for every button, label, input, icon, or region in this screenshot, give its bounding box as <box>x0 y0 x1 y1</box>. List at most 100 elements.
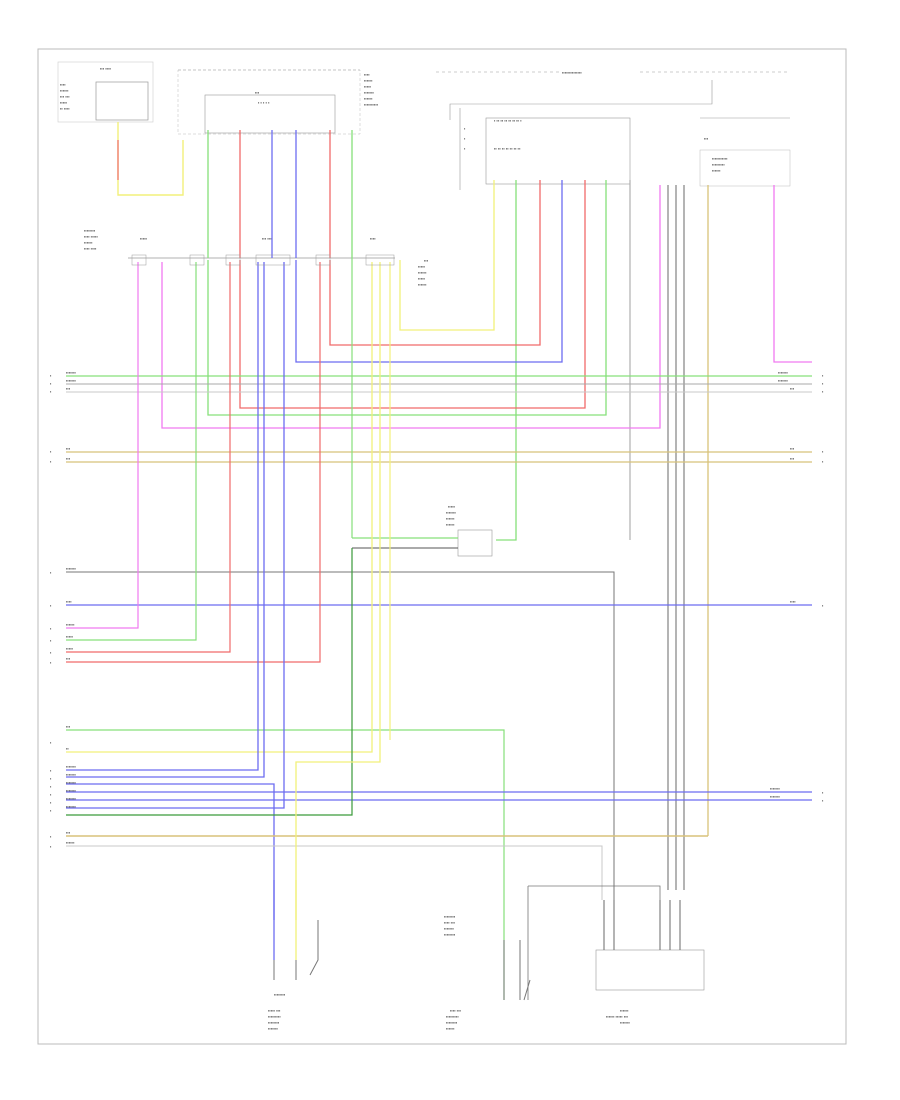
svg-text:▪▪▪▪▪▪▪: ▪▪▪▪▪▪▪ <box>66 804 77 809</box>
svg-text:▪▪▪▪▪▪: ▪▪▪▪▪▪ <box>66 622 75 627</box>
svg-text:▪: ▪ <box>50 381 52 386</box>
svg-text:▪▪▪▪ ▪▪▪▪▪: ▪▪▪▪ ▪▪▪▪▪ <box>84 234 98 239</box>
svg-text:▪: ▪ <box>50 800 52 805</box>
svg-text:▪▪▪: ▪▪▪ <box>424 258 429 263</box>
svg-text:▪▪▪▪▪▪▪▪▪: ▪▪▪▪▪▪▪▪▪ <box>446 1014 459 1019</box>
svg-text:▪▪▪▪: ▪▪▪▪ <box>66 599 72 604</box>
svg-text:▪: ▪ <box>50 660 52 665</box>
svg-text:▪: ▪ <box>822 459 824 464</box>
svg-text:▪▪▪: ▪▪▪ <box>790 456 795 461</box>
svg-text:▪: ▪ <box>822 798 824 803</box>
svg-text:▪: ▪ <box>822 603 824 608</box>
svg-text:▪▪▪: ▪▪▪ <box>66 724 71 729</box>
svg-text:▪▪▪▪▪▪: ▪▪▪▪▪▪ <box>60 88 69 93</box>
svg-text:▪▪▪▪: ▪▪▪▪ <box>364 72 370 77</box>
svg-text:▪▪▪▪▪▪▪▪: ▪▪▪▪▪▪▪▪ <box>446 1020 458 1025</box>
svg-text:▪▪▪▪ ▪▪▪: ▪▪▪▪ ▪▪▪ <box>444 920 456 925</box>
svg-text:▪▪▪▪▪▪▪: ▪▪▪▪▪▪▪ <box>66 370 77 375</box>
svg-text:▪: ▪ <box>50 784 52 789</box>
svg-text:▪▪▪▪ ▪▪▪▪: ▪▪▪▪ ▪▪▪▪ <box>84 246 97 251</box>
svg-text:▪▪▪▪▪▪: ▪▪▪▪▪▪ <box>84 240 93 245</box>
svg-text:▪▪▪ ▪▪▪▪: ▪▪▪ ▪▪▪▪ <box>100 66 112 71</box>
svg-text:▪▪▪▪ ▪▪▪: ▪▪▪▪ ▪▪▪ <box>450 1008 462 1013</box>
svg-text:▪: ▪ <box>50 389 52 394</box>
svg-text:▪▪▪▪▪: ▪▪▪▪▪ <box>418 276 426 281</box>
svg-text:▪▪▪▪▪▪▪: ▪▪▪▪▪▪▪ <box>364 90 375 95</box>
radio-connector-top: ▪▪▪ ▪ ▪ ▪ ▪ ▪ ▪▪▪▪ ▪▪▪▪▪▪ ▪▪▪▪▪ ▪▪▪▪▪▪▪ … <box>177 69 379 135</box>
svg-text:▪: ▪ <box>50 776 52 781</box>
lower-left-labels: ▪▪▪ ▪▪▪ ▪▪▪▪▪▪▪▪ ▪▪▪▪▪▪▪▪ ▪▪▪▪▪▪▪▪ ▪▪▪▪▪… <box>50 724 824 849</box>
svg-text:▪▪▪▪▪▪▪: ▪▪▪▪▪▪▪ <box>66 796 77 801</box>
svg-text:▪▪▪▪▪▪▪: ▪▪▪▪▪▪▪ <box>446 510 457 515</box>
svg-text:▪: ▪ <box>464 146 466 151</box>
mid-left-labels: ▪▪▪▪▪▪▪▪ ▪▪▪▪▪ ▪▪▪▪▪▪▪ ▪▪▪▪▪▪ ▪▪▪▪▪▪ ▪▪▪… <box>50 566 824 665</box>
svg-text:▪▪▪▪▪▪: ▪▪▪▪▪▪ <box>364 96 373 101</box>
svg-text:▪▪▪▪▪▪▪▪: ▪▪▪▪▪▪▪▪ <box>444 914 456 919</box>
svg-text:▪▪▪▪▪▪: ▪▪▪▪▪▪ <box>66 840 75 845</box>
svg-text:▪▪▪▪▪▪▪▪▪▪▪▪▪▪: ▪▪▪▪▪▪▪▪▪▪▪▪▪▪ <box>562 70 582 75</box>
svg-text:▪: ▪ <box>822 449 824 454</box>
svg-text:▪: ▪ <box>822 381 824 386</box>
svg-text:▪ ▪▪ ▪▪ ▪▪ ▪▪ ▪▪ ▪▪ ▪: ▪ ▪▪ ▪▪ ▪▪ ▪▪ ▪▪ ▪▪ ▪ <box>494 118 522 123</box>
diagram-frame <box>37 48 847 1045</box>
hot-at-all-times-fuse: ▪▪▪ ▪▪▪▪ ▪▪▪▪ ▪▪▪▪▪▪ ▪▪▪ ▪▪▪ ▪▪▪▪▪ ▪▪ ▪▪… <box>57 61 154 123</box>
svg-text:▪: ▪ <box>822 790 824 795</box>
side-connector: ▪▪▪▪▪▪ ▪▪▪▪▪▪ ▪▪▪▪▪ ▪▪▪ ▪▪▪▪▪▪▪ <box>527 885 705 1025</box>
svg-text:▪▪▪▪▪: ▪▪▪▪▪ <box>66 646 74 651</box>
svg-text:▪▪: ▪▪ <box>66 746 69 751</box>
svg-text:▪▪▪▪▪▪: ▪▪▪▪▪▪ <box>620 1008 629 1013</box>
svg-text:▪▪▪▪▪▪▪: ▪▪▪▪▪▪▪ <box>620 1020 631 1025</box>
svg-text:▪▪▪▪▪▪▪: ▪▪▪▪▪▪▪ <box>778 378 789 383</box>
svg-text:▪▪▪: ▪▪▪ <box>66 456 71 461</box>
svg-text:▪▪▪▪▪▪: ▪▪▪▪▪▪ <box>446 522 455 527</box>
svg-text:▪▪ ▪▪▪▪: ▪▪ ▪▪▪▪ <box>60 106 70 111</box>
svg-text:▪▪▪▪▪▪ ▪▪▪▪▪ ▪▪▪: ▪▪▪▪▪▪ ▪▪▪▪▪ ▪▪▪ <box>606 1014 629 1019</box>
svg-text:▪▪ ▪▪ ▪▪ ▪▪ ▪▪ ▪▪ ▪▪: ▪▪ ▪▪ ▪▪ ▪▪ ▪▪ ▪▪ ▪▪ <box>494 146 521 151</box>
svg-text:▪▪▪▪▪▪▪▪: ▪▪▪▪▪▪▪▪ <box>444 932 456 937</box>
rear-speaker-connector: ▪▪▪▪▪▪▪▪ ▪▪▪▪ ▪▪▪ ▪▪▪▪▪▪▪ ▪▪▪▪▪▪▪▪ ▪▪▪▪ … <box>444 914 531 1031</box>
svg-text:▪: ▪ <box>50 570 52 575</box>
svg-text:▪: ▪ <box>50 740 52 745</box>
svg-text:▪: ▪ <box>50 373 52 378</box>
amplifier-module: ▪ ▪▪ ▪▪ ▪▪ ▪▪ ▪▪ ▪▪ ▪ ▪▪ ▪▪ ▪▪ ▪▪ ▪▪ ▪▪ … <box>459 108 631 190</box>
svg-text:▪▪▪: ▪▪▪ <box>790 386 795 391</box>
junction-pins <box>131 254 395 266</box>
junction-connector-left: ▪▪▪▪▪▪▪▪ ▪▪▪▪ ▪▪▪▪▪ ▪▪▪▪▪▪ ▪▪▪▪ ▪▪▪▪ ▪▪▪… <box>84 228 395 259</box>
svg-text:▪▪▪▪▪▪▪▪▪: ▪▪▪▪▪▪▪▪▪ <box>712 162 725 167</box>
svg-text:▪▪▪▪▪▪: ▪▪▪▪▪▪ <box>364 78 373 83</box>
antenna-module: ▪▪▪▪▪▪▪▪▪▪▪ ▪▪▪▪▪▪▪▪▪ ▪▪▪▪▪▪ ▪▪▪ <box>699 117 791 187</box>
svg-text:▪▪▪▪▪▪▪: ▪▪▪▪▪▪▪ <box>66 378 77 383</box>
svg-text:▪▪▪: ▪▪▪ <box>66 830 71 835</box>
left-bus-labels: ▪▪▪▪▪▪▪▪ ▪▪▪▪▪▪▪▪ ▪▪▪▪ ▪▪▪▪ ▪▪▪▪ <box>50 370 77 464</box>
svg-text:▪▪▪: ▪▪▪ <box>790 446 795 451</box>
svg-text:▪▪▪▪▪▪▪: ▪▪▪▪▪▪▪ <box>770 786 781 791</box>
svg-text:▪▪▪▪▪▪: ▪▪▪▪▪▪ <box>712 168 721 173</box>
svg-text:▪: ▪ <box>50 638 52 643</box>
svg-text:▪▪▪▪▪▪▪: ▪▪▪▪▪▪▪ <box>66 764 77 769</box>
svg-text:▪▪▪▪▪: ▪▪▪▪▪ <box>66 634 74 639</box>
svg-text:▪▪▪▪: ▪▪▪▪ <box>60 82 66 87</box>
svg-text:▪: ▪ <box>50 808 52 813</box>
svg-text:▪▪▪▪▪▪▪: ▪▪▪▪▪▪▪ <box>268 1026 279 1031</box>
svg-text:▪▪▪▪▪▪▪: ▪▪▪▪▪▪▪ <box>66 788 77 793</box>
svg-text:▪: ▪ <box>50 603 52 608</box>
svg-text:▪▪▪▪▪: ▪▪▪▪▪ <box>418 264 426 269</box>
svg-text:▪▪▪▪▪▪▪▪▪▪: ▪▪▪▪▪▪▪▪▪▪ <box>364 102 379 107</box>
svg-text:▪▪▪▪▪▪▪: ▪▪▪▪▪▪▪ <box>444 926 455 931</box>
svg-text:▪▪▪▪▪: ▪▪▪▪▪ <box>140 236 148 241</box>
svg-text:▪▪▪▪▪▪: ▪▪▪▪▪▪ <box>418 270 427 275</box>
svg-text:▪▪▪▪▪: ▪▪▪▪▪ <box>364 84 372 89</box>
svg-text:▪▪▪▪▪ ▪▪▪: ▪▪▪▪▪ ▪▪▪ <box>268 1008 281 1013</box>
svg-text:▪: ▪ <box>50 844 52 849</box>
svg-text:▪▪▪▪▪: ▪▪▪▪▪ <box>60 100 68 105</box>
svg-text:▪▪▪▪▪▪: ▪▪▪▪▪▪ <box>418 282 427 287</box>
svg-text:▪: ▪ <box>50 650 52 655</box>
svg-text:▪▪▪▪▪▪▪▪▪▪▪: ▪▪▪▪▪▪▪▪▪▪▪ <box>712 156 728 161</box>
svg-text:▪ ▪ ▪ ▪ ▪: ▪ ▪ ▪ ▪ ▪ <box>258 100 270 105</box>
svg-text:▪▪▪▪▪: ▪▪▪▪▪ <box>448 504 456 509</box>
svg-text:▪▪▪▪▪▪▪▪: ▪▪▪▪▪▪▪▪ <box>274 992 286 997</box>
svg-text:▪▪▪▪▪▪▪: ▪▪▪▪▪▪▪ <box>66 780 77 785</box>
svg-text:▪▪▪ ▪▪▪: ▪▪▪ ▪▪▪ <box>60 94 70 99</box>
svg-text:▪: ▪ <box>50 792 52 797</box>
svg-text:▪: ▪ <box>50 459 52 464</box>
